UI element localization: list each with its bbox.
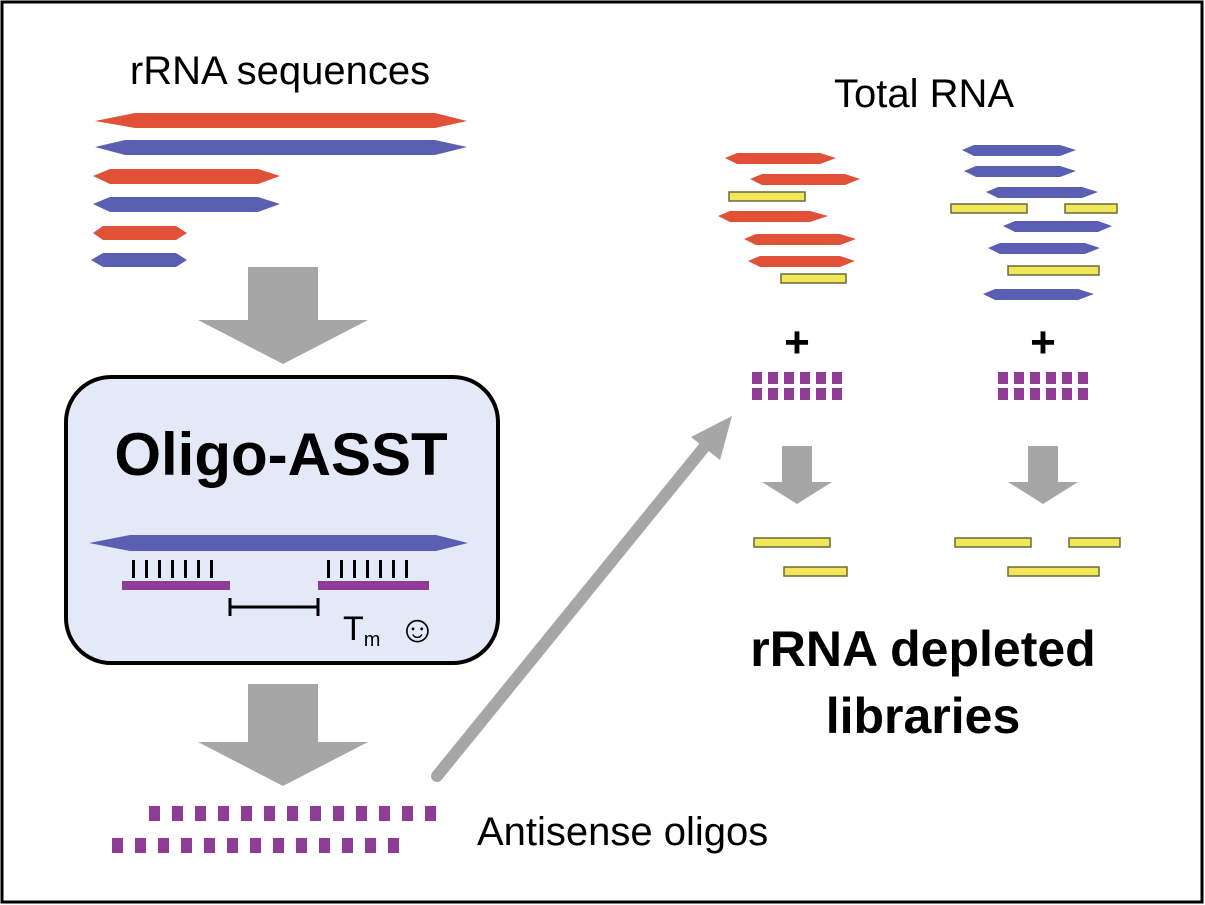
melting-temperature-label: Tm <box>343 610 380 651</box>
plus-sign-right: + <box>1030 318 1056 367</box>
rrna-sequence-bar <box>95 113 467 128</box>
rrna-sequences-label: rRNA sequences <box>130 49 430 93</box>
total-rna-label: Total RNA <box>834 72 1014 116</box>
smiley-icon: ☺ <box>398 609 437 651</box>
antisense-oligos-label: Antisense oligos <box>477 810 768 854</box>
depleted-libraries-title-line2: libraries <box>826 688 1021 744</box>
antisense-oligo-pool <box>112 806 436 853</box>
depleted-libraries-title-line1: rRNA depleted <box>750 621 1095 677</box>
plus-sign-left: + <box>784 318 810 367</box>
diagonal-arrow-shaft <box>431 439 712 782</box>
antisense-oligo-right <box>318 581 429 590</box>
rrna-sequence-bars <box>91 113 467 267</box>
tool-name-title: Oligo-ASST <box>114 421 447 488</box>
hybridization-ticks-right <box>327 560 408 578</box>
rrna-sequence-bar <box>93 197 280 212</box>
diagonal-arrow-head <box>691 416 732 460</box>
rrna-sequence-bar <box>93 169 280 184</box>
down-arrow <box>198 267 368 364</box>
down-arrow-small-left <box>762 446 832 504</box>
rrna-sequence-bar <box>91 253 187 267</box>
tm-subscript: m <box>364 629 381 651</box>
depleted-library-right <box>954 537 1121 577</box>
tm-symbol: T <box>343 610 364 648</box>
down-arrow-small-right <box>1008 446 1078 504</box>
antisense-oligo-left <box>122 581 230 590</box>
total-rna-sample-blue <box>950 145 1118 300</box>
oligo-asst-box <box>64 375 500 665</box>
rrna-sequence-bar <box>95 140 467 155</box>
total-rna-sample-red <box>718 153 860 284</box>
spacing-bracket <box>228 598 320 616</box>
depleted-library-left <box>753 537 848 577</box>
rrna-sequence-bar <box>93 226 187 240</box>
down-arrow <box>198 684 368 786</box>
target-rrna-bar <box>89 535 468 551</box>
hybridization-ticks-left <box>132 560 213 578</box>
